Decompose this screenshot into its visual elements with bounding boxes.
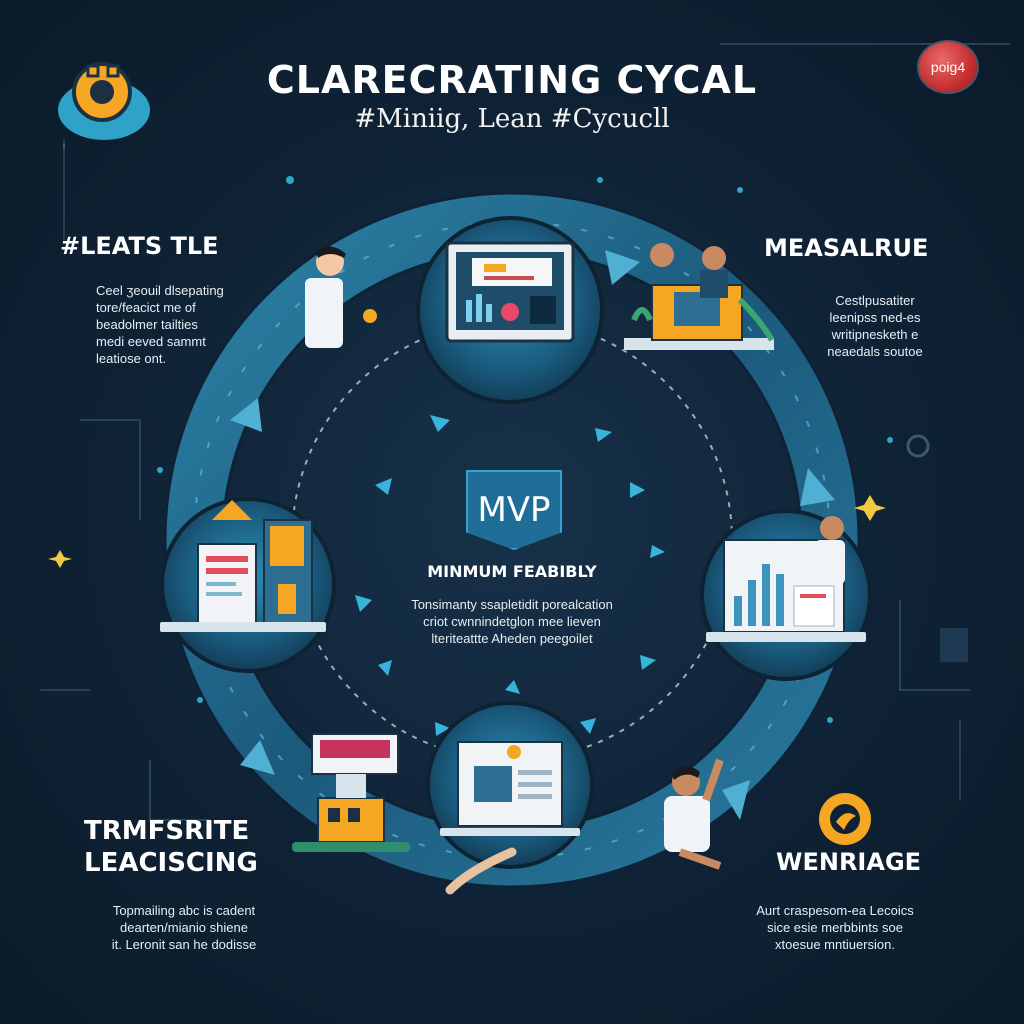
stage-title-measure: MEASALRUE — [764, 234, 929, 262]
stage-desc-transform: Topmailing abc is cadent dearten/mianio … — [111, 903, 257, 952]
inner-arrows — [355, 415, 665, 736]
person-top-left-figure — [305, 246, 377, 348]
stage-desc-learn: Ceel ʒeouil dlsepating tore/feacict me o… — [96, 283, 224, 366]
stage-title-transform-1: TRMFSRITE — [84, 816, 250, 846]
center-title: MINMUM FEABIBLY — [427, 562, 597, 581]
dots — [157, 176, 893, 723]
sparkle-icon — [48, 495, 886, 568]
ring-arrows — [230, 250, 835, 820]
stage-title-learn: #LEATS TLE — [60, 232, 219, 260]
right-node-chart-icon — [700, 509, 872, 681]
person-bottom-right — [664, 758, 724, 870]
center-desc: Tonsimanty ssapletidit porealcation crio… — [411, 597, 613, 646]
orange-sun-icon — [819, 793, 871, 845]
stage-desc-wenriage: Aurt craspesom-ea Lecoics sice esie merb… — [756, 903, 914, 952]
grid-icon — [940, 628, 968, 662]
mvp-shield: MVP — [466, 470, 562, 550]
bottom-node-laptop-icon — [426, 701, 594, 869]
page-title: CLARECRATING CYCAL — [266, 58, 758, 102]
stage-desc-measure: Cestlpusatiter leenipss ned-es writipnes… — [827, 293, 923, 359]
person-right-pointing — [815, 516, 845, 584]
left-node-documents-icon — [160, 497, 336, 673]
page-subtitle: #Miniig, Lean #Cycucll — [354, 104, 670, 134]
top-node-monitor-icon — [416, 216, 604, 404]
stage-title-wenriage: WENRIAGE — [776, 848, 922, 876]
stage-title-transform-2: LEACISCING — [84, 848, 258, 878]
bottom-left-kiosk — [292, 733, 410, 852]
top-left-emblem-icon — [58, 62, 150, 148]
corner-badge: poig4 — [917, 40, 979, 94]
gear-icon — [906, 434, 930, 458]
bottom-hand — [445, 847, 517, 895]
people-top-right-desk — [624, 243, 775, 350]
